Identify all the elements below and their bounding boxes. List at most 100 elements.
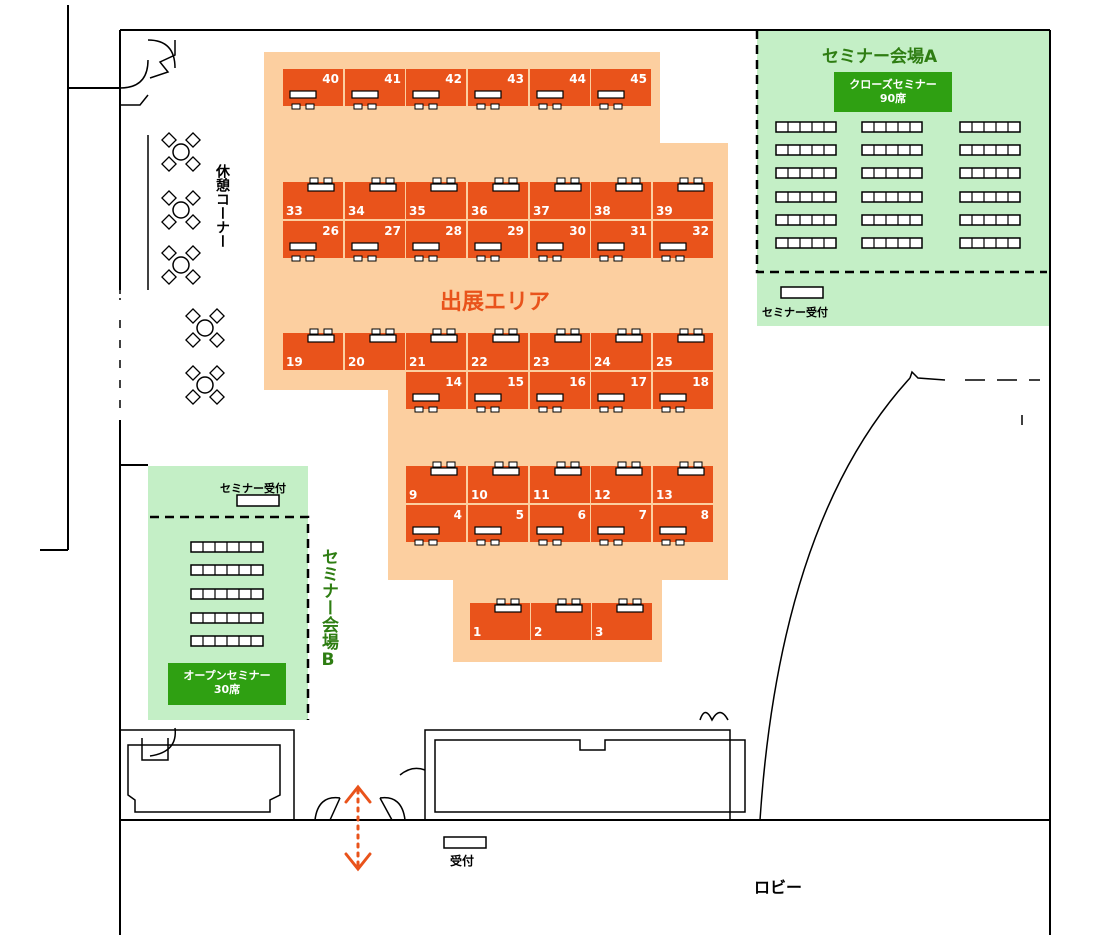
booth-chair	[414, 103, 424, 110]
lounge-chair	[185, 269, 201, 285]
booth-chair	[508, 177, 518, 184]
booth-number-28: 28	[445, 224, 462, 238]
booth-table	[659, 242, 687, 251]
booth-chair	[552, 539, 562, 546]
booth-chair	[570, 177, 580, 184]
door-arc	[119, 59, 149, 89]
seminar-b-reception-desk	[236, 494, 280, 507]
booth-number-40: 40	[322, 72, 339, 86]
booth-table	[412, 526, 440, 535]
booth-chair	[661, 255, 671, 262]
booth-number-5: 5	[516, 508, 524, 522]
booth-7: 7	[591, 505, 651, 546]
column	[141, 738, 169, 761]
booth-number-45: 45	[630, 72, 647, 86]
booth-number-24: 24	[594, 355, 611, 369]
booth-chair	[490, 255, 500, 262]
booth-number-33: 33	[286, 204, 303, 218]
booth-table	[615, 467, 643, 476]
booth-chair	[414, 255, 424, 262]
booth-number-32: 32	[692, 224, 709, 238]
seminar-a-seat-row	[775, 237, 837, 249]
booth-chair	[432, 461, 442, 468]
door-panel	[329, 797, 341, 821]
booth-chair	[490, 406, 500, 413]
lounge-table	[185, 365, 225, 405]
seminar-a-badge-line2: 90席	[879, 92, 907, 105]
booth-44: 44	[530, 69, 590, 110]
booth-rect	[345, 221, 405, 258]
booth-chair	[599, 406, 609, 413]
booth-rect	[406, 69, 466, 106]
booth-chair	[291, 103, 301, 110]
booth-table	[412, 393, 440, 402]
booth-number-21: 21	[409, 355, 426, 369]
booth-20: 20	[345, 328, 405, 370]
seminar-b-badge: オープンセミナー 30席	[168, 663, 286, 705]
booth-3: 3	[592, 598, 652, 640]
booth-number-6: 6	[578, 508, 586, 522]
booth-chair	[556, 328, 566, 335]
booth-38: 38	[591, 177, 651, 219]
booth-28: 28	[406, 221, 466, 262]
booth-chair	[323, 177, 333, 184]
booth-43: 43	[468, 69, 528, 110]
booth-chair	[476, 103, 486, 110]
seat-row-frame	[775, 191, 837, 203]
booth-40: 40	[283, 69, 343, 110]
door-arc	[314, 796, 341, 821]
booth-36: 36	[468, 177, 528, 219]
lounge-chair	[161, 269, 177, 285]
door-arc	[149, 727, 177, 757]
booth-chair	[538, 406, 548, 413]
seat-row-frame	[861, 237, 923, 249]
lounge-table-top	[172, 201, 190, 219]
seminar-a-seat-row	[775, 191, 837, 203]
door-panel	[379, 797, 393, 821]
booth-25: 25	[653, 328, 713, 370]
lounge-chair	[185, 308, 201, 324]
booth-table	[677, 467, 705, 476]
booth-table	[474, 526, 502, 535]
booth-chair	[631, 328, 641, 335]
booth-chair	[446, 177, 456, 184]
booth-4: 4	[406, 505, 466, 546]
booth-chair	[617, 328, 627, 335]
booth-chair	[414, 539, 424, 546]
room-wall	[120, 729, 295, 820]
booth-table	[597, 526, 625, 535]
seat-row-frame	[775, 167, 837, 179]
seminar-b-seat-row	[190, 612, 264, 624]
booth-19: 19	[283, 328, 343, 370]
booth-table	[677, 183, 705, 192]
booth-chair	[508, 328, 518, 335]
entrance-arrow	[344, 784, 372, 872]
booth-chair	[494, 328, 504, 335]
booth-rect	[468, 221, 528, 258]
booth-number-37: 37	[533, 204, 550, 218]
booth-chair	[353, 255, 363, 262]
booth-chair	[508, 461, 518, 468]
seminar-b-badge-line2: 30席	[213, 683, 241, 696]
booth-table	[616, 604, 644, 613]
booth-31: 31	[591, 221, 651, 262]
reception-label: 受付	[450, 854, 475, 868]
seminar-a-seat-row	[861, 237, 923, 249]
booth-chair	[618, 598, 628, 605]
lounge-table	[185, 308, 225, 348]
booth-number-27: 27	[384, 224, 401, 238]
arrow-head-down	[344, 852, 372, 872]
booth-table	[430, 467, 458, 476]
booth-table	[536, 90, 564, 99]
booth-number-39: 39	[656, 204, 673, 218]
booth-rect	[530, 505, 590, 542]
lounge-chair	[185, 190, 201, 206]
booth-table	[474, 90, 502, 99]
seat-row-frame	[861, 191, 923, 203]
seminar-b-seat-row	[190, 635, 264, 647]
booth-number-42: 42	[445, 72, 462, 86]
seat-row-frame	[775, 214, 837, 226]
booth-number-19: 19	[286, 355, 303, 369]
booth-table	[307, 183, 335, 192]
booth-number-35: 35	[409, 204, 426, 218]
